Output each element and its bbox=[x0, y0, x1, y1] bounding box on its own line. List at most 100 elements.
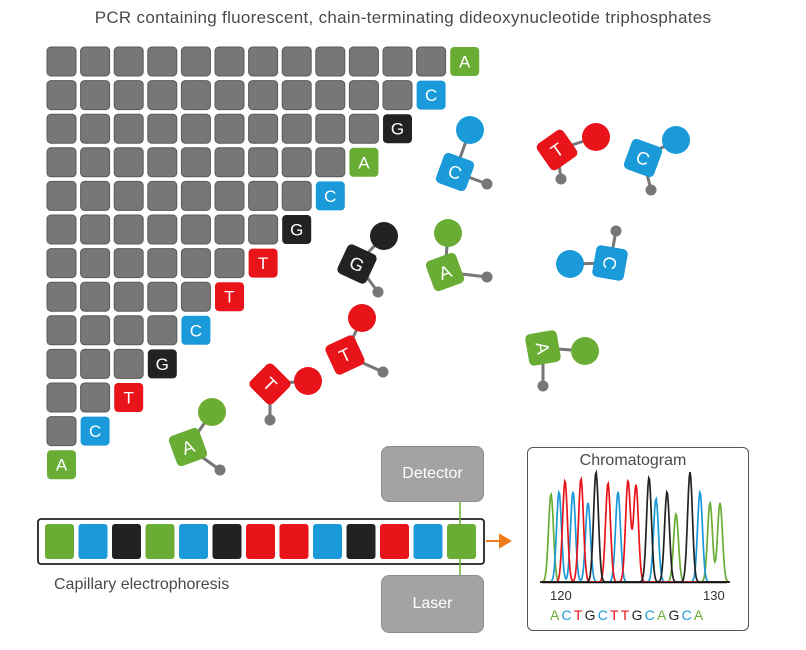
laser-box: Laser bbox=[381, 575, 484, 633]
fragment-block bbox=[46, 46, 77, 77]
fragment-block bbox=[46, 147, 77, 178]
fragment-block bbox=[46, 416, 77, 447]
free-nucleotide: C bbox=[623, 126, 690, 196]
fragment-block bbox=[315, 80, 346, 111]
fragment-block bbox=[315, 113, 346, 144]
fragment-block bbox=[382, 46, 413, 77]
output-arrow bbox=[486, 533, 512, 549]
sequence-base: T bbox=[620, 607, 632, 623]
capillary-band bbox=[447, 524, 476, 559]
free-nucleotide: A bbox=[168, 398, 226, 476]
fragment-block bbox=[80, 248, 111, 279]
fragment-block bbox=[113, 281, 144, 312]
fragment-block bbox=[248, 80, 279, 111]
fragment-block bbox=[80, 147, 111, 178]
free-nucleotide: T bbox=[249, 363, 322, 426]
capillary-band bbox=[246, 524, 275, 559]
dye-ball bbox=[456, 116, 484, 144]
dye-ball bbox=[662, 126, 690, 154]
capillary-band bbox=[346, 524, 376, 559]
terminal-base-letter: A bbox=[459, 53, 471, 72]
sequence-base: G bbox=[584, 607, 598, 623]
tick-label-120: 120 bbox=[550, 588, 572, 603]
dye-ball bbox=[571, 337, 599, 365]
base-sequence: ACTGCTTGCAGCA bbox=[550, 607, 705, 623]
fragment-block bbox=[180, 113, 211, 144]
free-nucleotide: G bbox=[337, 222, 398, 298]
fragment-block bbox=[147, 180, 178, 211]
fragment-block bbox=[281, 147, 312, 178]
capillary-band bbox=[179, 524, 208, 559]
terminal-base-letter: G bbox=[391, 120, 404, 139]
fragment-block bbox=[80, 113, 111, 144]
capillary-band bbox=[145, 524, 175, 559]
free-nucleotide: T bbox=[536, 123, 610, 185]
nucleotide-letter: C bbox=[633, 147, 652, 170]
capillary-band bbox=[112, 524, 141, 559]
chromatogram-plot bbox=[539, 469, 730, 584]
tick-label-130: 130 bbox=[703, 588, 725, 603]
dye-ball bbox=[198, 398, 226, 426]
nucleotide-letter: C bbox=[445, 161, 464, 184]
terminal-base-letter: G bbox=[156, 355, 169, 374]
terminal-base-letter: T bbox=[258, 254, 268, 273]
free-nucleotide: A bbox=[525, 330, 599, 392]
phosphate-ball bbox=[537, 380, 549, 392]
phosphate-ball bbox=[377, 366, 389, 378]
terminal-base-block bbox=[248, 248, 278, 278]
capillary-label: Capillary electrophoresis bbox=[54, 576, 230, 593]
fragment-block bbox=[180, 180, 211, 211]
phosphate-ball bbox=[481, 178, 493, 190]
fragment-block bbox=[180, 248, 211, 279]
sequence-base: A bbox=[656, 607, 669, 623]
dye-ball bbox=[556, 250, 584, 278]
capillary-band bbox=[279, 524, 309, 559]
fragment-block bbox=[248, 214, 279, 245]
sequence-base: T bbox=[610, 607, 621, 623]
terminal-base-block bbox=[80, 416, 110, 446]
fragment-block bbox=[46, 315, 77, 346]
free-nucleotide: A bbox=[425, 219, 493, 292]
dye-ball bbox=[294, 367, 322, 395]
fragment-block bbox=[281, 113, 312, 144]
terminal-base-letter: G bbox=[290, 221, 303, 240]
terminal-base-block bbox=[416, 80, 446, 110]
capillary-bands bbox=[45, 524, 476, 559]
fragment-block bbox=[113, 80, 144, 111]
sequence-base: G bbox=[631, 607, 645, 623]
fragment-block bbox=[214, 180, 245, 211]
fragment-block bbox=[248, 147, 279, 178]
sequence-base: T bbox=[573, 607, 585, 623]
fragment-block bbox=[113, 214, 144, 245]
terminal-base-block bbox=[450, 47, 480, 76]
fragment-block bbox=[281, 180, 312, 211]
fragment-block bbox=[248, 46, 279, 77]
sequence-base: G bbox=[668, 607, 682, 623]
fragment-block bbox=[214, 214, 245, 245]
terminal-base-letter: T bbox=[224, 288, 234, 307]
fragment-block bbox=[46, 180, 77, 211]
free-nucleotide: T bbox=[325, 304, 389, 378]
sequence-base: C bbox=[561, 607, 574, 623]
terminal-base-letter: C bbox=[89, 422, 101, 441]
capillary-band bbox=[78, 524, 108, 559]
fragment-block bbox=[80, 80, 111, 111]
phosphate-ball bbox=[555, 173, 567, 185]
capillary-band bbox=[413, 524, 443, 559]
terminal-base-block bbox=[47, 450, 76, 480]
nucleotide-letter: C bbox=[599, 255, 621, 271]
free-nucleotide: C bbox=[435, 116, 493, 192]
terminal-base-block bbox=[282, 215, 312, 244]
detector-box: Detector bbox=[381, 446, 484, 502]
fragment-block bbox=[147, 113, 178, 144]
dye-ball bbox=[348, 304, 376, 332]
fragment-block bbox=[80, 180, 111, 211]
fragment-block bbox=[46, 113, 77, 144]
fragment-block bbox=[348, 46, 379, 77]
terminal-base-block bbox=[383, 114, 412, 144]
fragment-block bbox=[315, 147, 346, 178]
fragment-block bbox=[113, 248, 144, 279]
